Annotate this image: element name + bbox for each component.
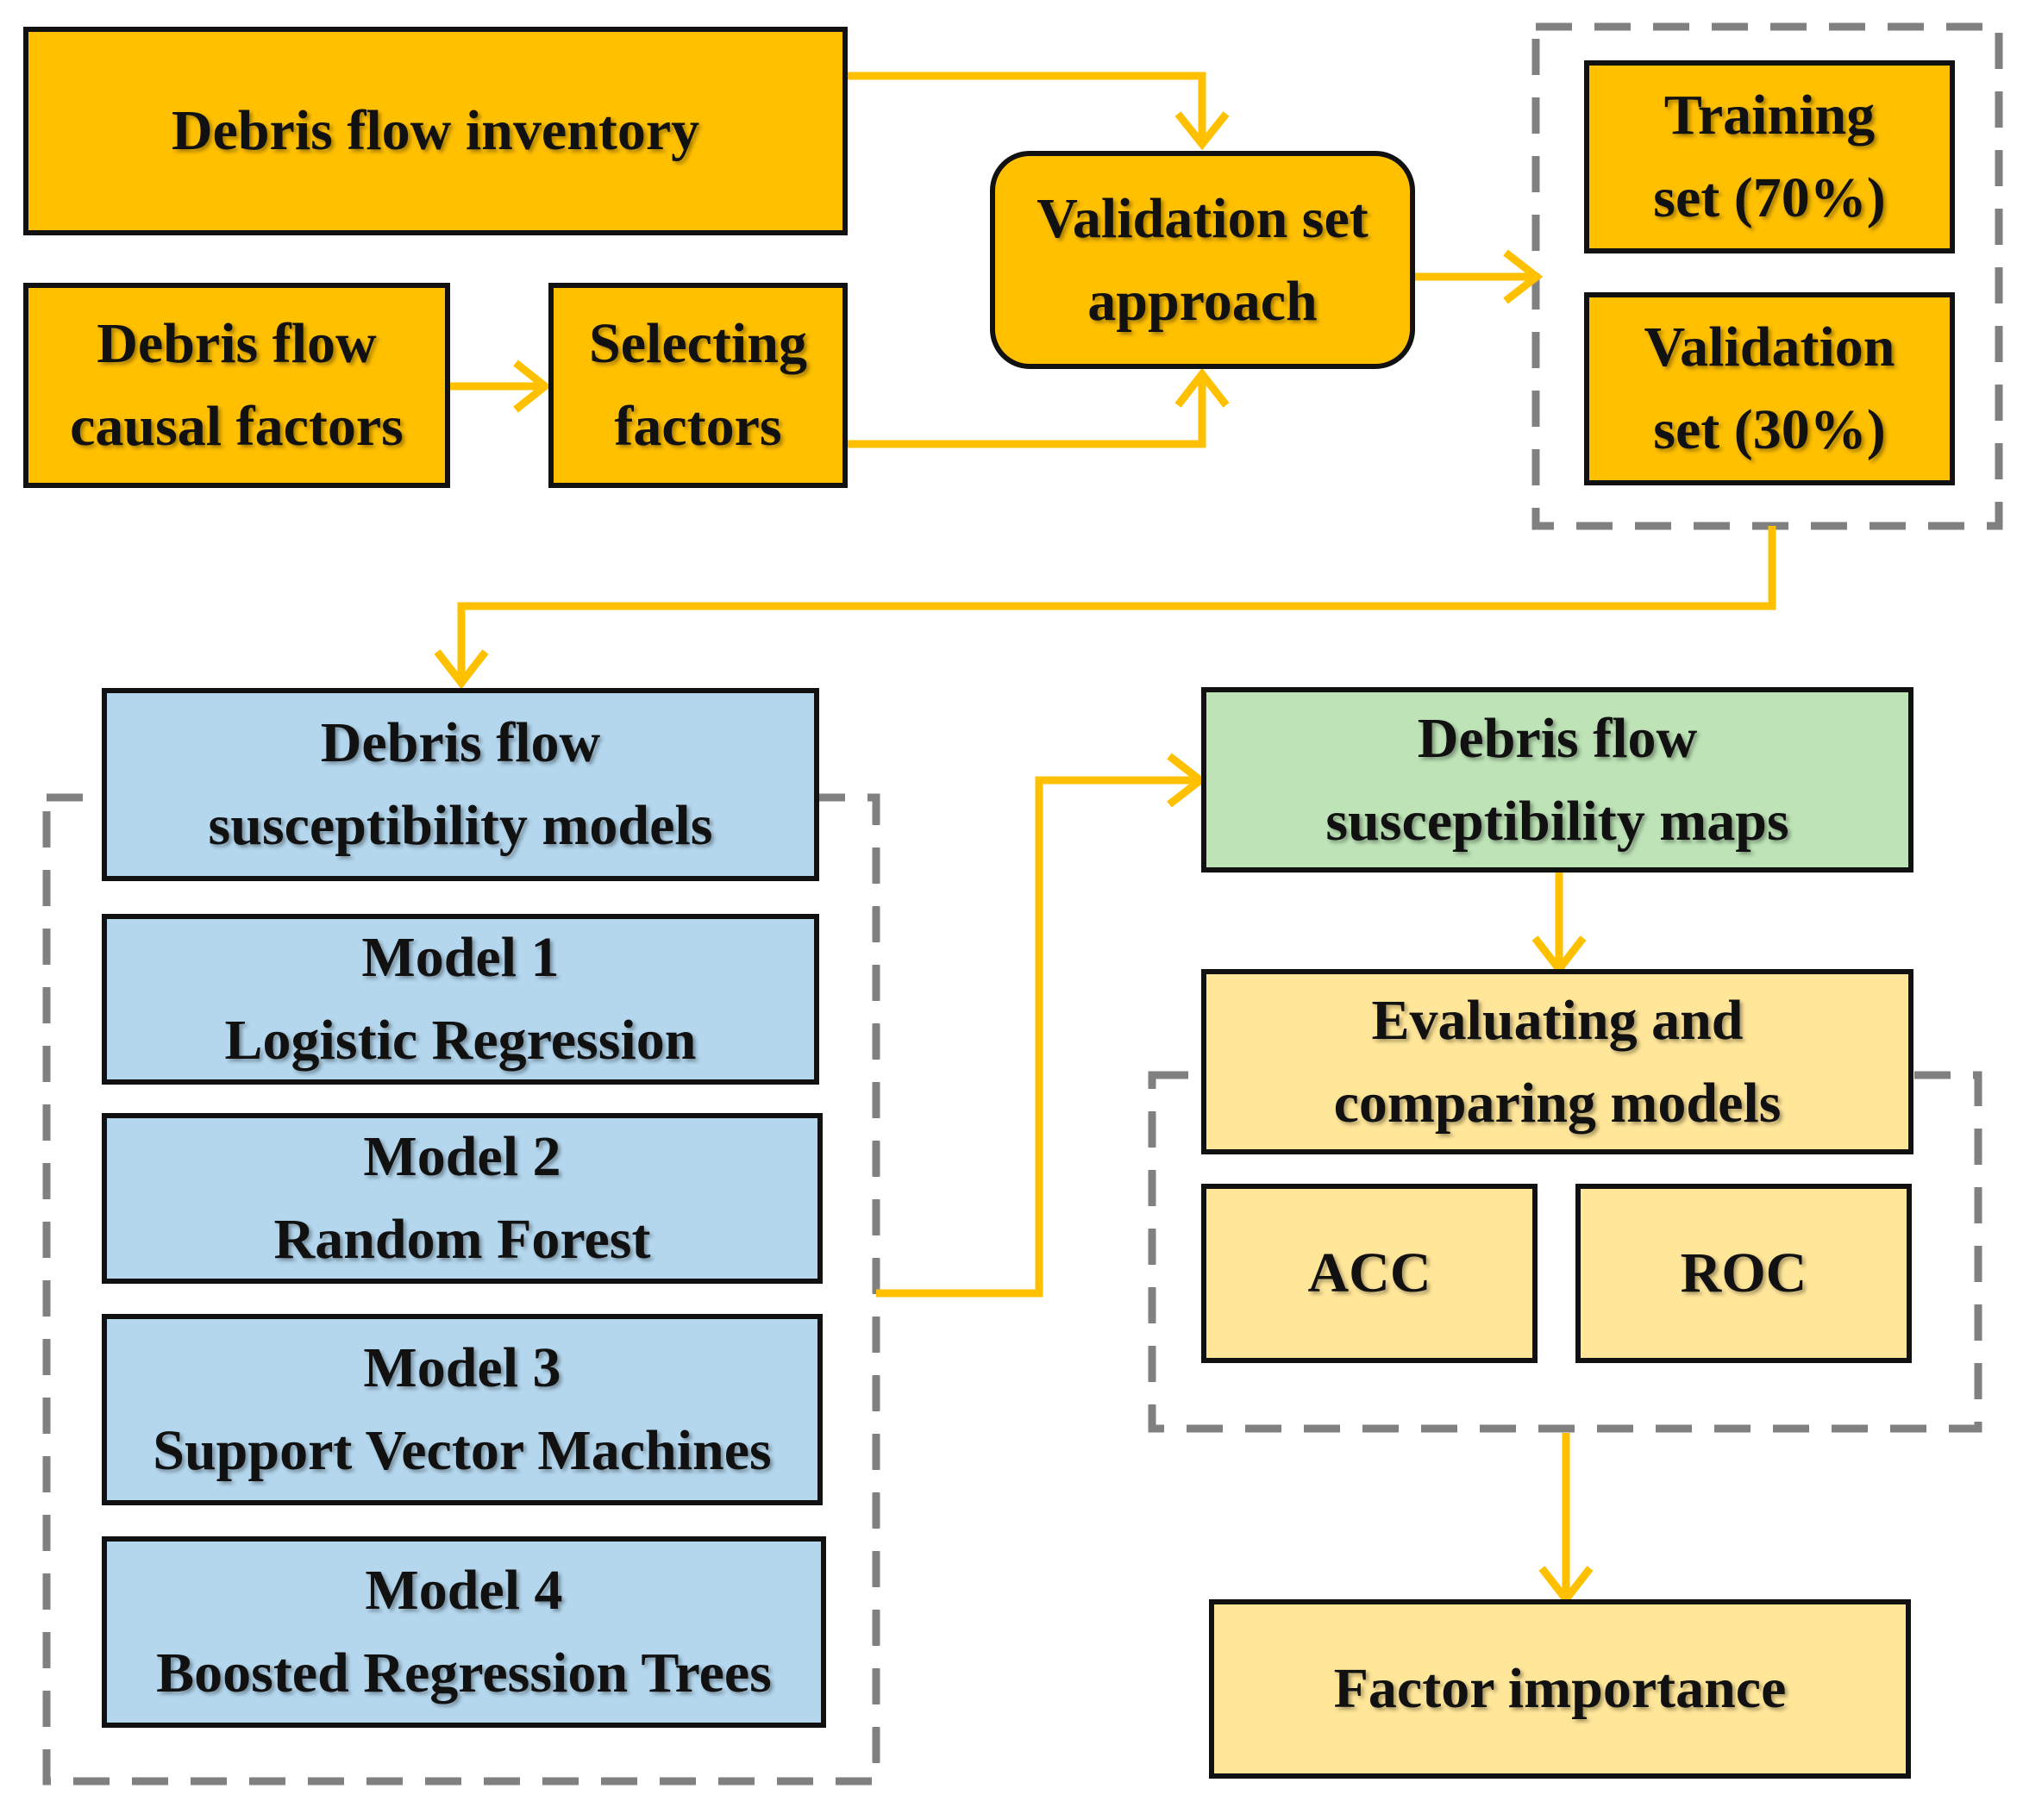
node-line: Logistic Regression <box>224 1009 697 1072</box>
node-line: set (30%) <box>1653 398 1886 461</box>
node-line: Random Forest <box>273 1208 651 1271</box>
node-model-3: Model 3 Support Vector Machines <box>102 1314 823 1505</box>
node-line: factors <box>614 395 782 458</box>
arrow-selecting-to-approach <box>848 376 1206 448</box>
node-line: Model 4 <box>365 1559 563 1622</box>
node-susceptibility-models: Debris flow susceptibility models <box>102 688 819 881</box>
node-line: Debris flow <box>97 312 377 375</box>
node-line: Selecting <box>589 312 807 375</box>
node-line: causal factors <box>70 395 404 458</box>
arrowhead-approach-to-split <box>1503 249 1544 304</box>
node-validation-set-approach: Validation set approach <box>990 151 1415 369</box>
node-line: Factor importance <box>1333 1657 1787 1720</box>
node-line: comparing models <box>1333 1071 1782 1135</box>
arrow-inventory-to-approach <box>848 72 1206 142</box>
arrowhead-models-to-maps <box>1167 753 1207 808</box>
node-line: approach <box>1087 269 1318 333</box>
arrowhead-split-to-models <box>434 649 489 690</box>
node-selecting-factors: Selecting factors <box>548 283 848 488</box>
node-line: Support Vector Machines <box>153 1419 772 1482</box>
node-acc: ACC <box>1201 1184 1538 1363</box>
node-factor-importance: Factor importance <box>1209 1599 1911 1779</box>
node-line: Model 3 <box>363 1336 561 1399</box>
node-susceptibility-maps: Debris flow susceptibility maps <box>1201 687 1913 872</box>
node-line: Debris flow inventory <box>171 99 700 162</box>
node-model-4: Model 4 Boosted Regression Trees <box>102 1536 826 1728</box>
node-model-2: Model 2 Random Forest <box>102 1113 823 1284</box>
arrowhead-causal-to-selecting <box>513 360 552 413</box>
arrowhead-selecting-to-approach <box>1174 367 1230 408</box>
node-line: Training <box>1663 84 1876 147</box>
node-line: Debris flow <box>320 711 601 774</box>
node-line: Boosted Regression Trees <box>156 1642 772 1704</box>
node-roc: ROC <box>1575 1184 1912 1363</box>
node-validation-set: Validation set (30%) <box>1584 292 1955 485</box>
node-line: ACC <box>1307 1241 1431 1304</box>
node-line: Validation set <box>1037 186 1368 250</box>
node-line: ROC <box>1680 1241 1807 1304</box>
arrow-models-to-maps <box>876 776 1199 1298</box>
node-line: set (70%) <box>1653 166 1886 229</box>
node-line: susceptibility models <box>208 794 713 857</box>
node-line: Model 1 <box>361 926 560 989</box>
node-line: Model 2 <box>363 1125 561 1188</box>
node-evaluating-models: Evaluating and comparing models <box>1201 969 1913 1154</box>
node-debris-flow-inventory: Debris flow inventory <box>23 27 848 235</box>
node-model-1: Model 1 Logistic Regression <box>102 914 819 1085</box>
node-training-set: Training set (70%) <box>1584 60 1955 253</box>
arrowhead-inventory-to-approach <box>1174 111 1230 151</box>
arrow-split-to-models <box>457 526 1776 681</box>
node-line: susceptibility maps <box>1325 789 1789 853</box>
node-line: Validation <box>1644 316 1895 378</box>
node-line: Evaluating and <box>1371 988 1744 1052</box>
node-line: Debris flow <box>1417 706 1698 770</box>
node-causal-factors: Debris flow causal factors <box>23 283 450 488</box>
